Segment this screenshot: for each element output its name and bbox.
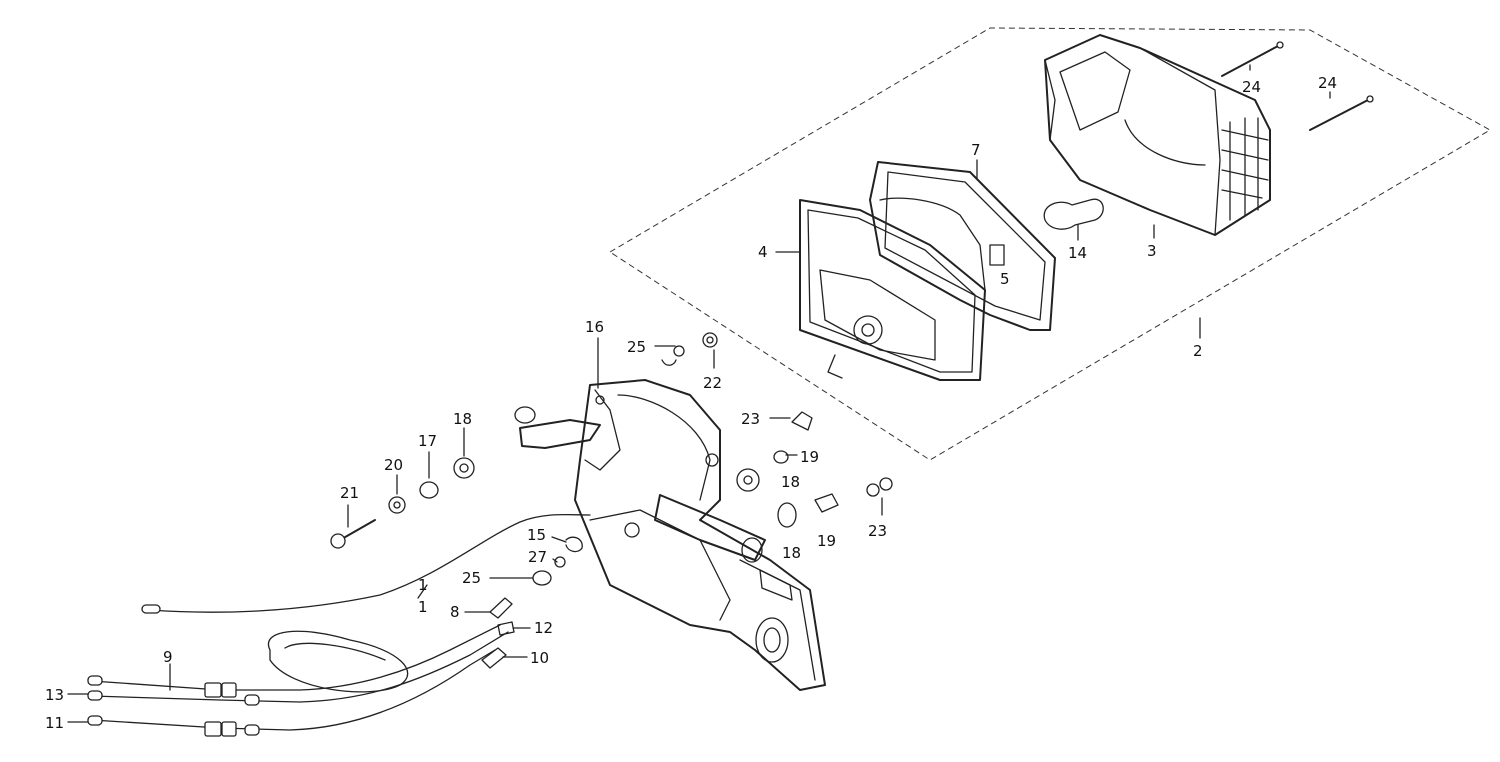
callout-2: 2 [1193, 342, 1203, 360]
callout-labels: 1 1 2 3 4 5 7 8 9 10 11 12 13 14 15 16 1… [45, 74, 1337, 732]
callout-9: 9 [163, 648, 173, 666]
callout-27: 27 [528, 548, 547, 566]
callout-17: 17 [418, 432, 437, 450]
washer-27 [554, 556, 566, 568]
screw-24-a [1221, 41, 1284, 77]
nut-23-a [791, 411, 813, 431]
screw-24-b [1309, 95, 1374, 131]
callout-18-low: 18 [782, 544, 801, 562]
callout-19-b: 19 [817, 532, 836, 550]
callout-11: 11 [45, 714, 64, 732]
callout-3: 3 [1147, 242, 1157, 260]
callout-10: 10 [530, 649, 549, 667]
callout-24-a: 24 [1242, 78, 1261, 96]
bulb [1043, 198, 1104, 230]
callout-20: 20 [384, 456, 403, 474]
callout-7: 7 [971, 141, 981, 159]
callout-19-a: 19 [800, 448, 819, 466]
washer-25-lower [532, 570, 552, 586]
callout-25-lower: 25 [462, 569, 481, 587]
wire-harness [87, 624, 509, 737]
callout-23-a: 23 [741, 410, 760, 428]
washer-25-upper [661, 345, 685, 366]
lens-gasket [869, 161, 1056, 331]
lamp-housing [1044, 34, 1271, 236]
collar-19-b [814, 493, 839, 513]
ground-wire [141, 513, 591, 614]
bolt-21 [330, 519, 376, 549]
clip-15 [565, 536, 583, 553]
callout-1b: 1 [418, 598, 428, 616]
mounting-bracket [514, 379, 826, 691]
callout-24-b: 24 [1318, 74, 1337, 92]
callout-15: 15 [527, 526, 546, 544]
washer-20 [388, 496, 406, 514]
callout-25-upper: 25 [627, 338, 646, 356]
assembly-outline [609, 27, 1492, 461]
grommet-18-low [777, 502, 797, 528]
terminal-8 [489, 597, 513, 619]
nut-22 [702, 332, 718, 348]
callout-14: 14 [1068, 244, 1087, 262]
callout-13: 13 [45, 686, 64, 704]
callout-18-mid: 18 [781, 473, 800, 491]
callout-8: 8 [450, 603, 460, 621]
callout-5: 5 [1000, 270, 1010, 288]
leader-lines [67, 64, 1331, 723]
collar-19-a [773, 450, 789, 464]
callout-1: 1 [418, 576, 428, 594]
callout-22: 22 [703, 374, 722, 392]
callout-18-left: 18 [453, 410, 472, 428]
terminal-12 [497, 621, 515, 636]
callout-23-b: 23 [868, 522, 887, 540]
callout-12: 12 [534, 619, 553, 637]
lamp-base [799, 197, 1005, 381]
callout-16: 16 [585, 318, 604, 336]
callout-4: 4 [758, 243, 768, 261]
grommet-18-left [453, 457, 475, 479]
collar-17 [419, 481, 439, 499]
callout-21: 21 [340, 484, 359, 502]
grommet-18-mid [736, 468, 760, 492]
nut-23-b [866, 477, 893, 497]
